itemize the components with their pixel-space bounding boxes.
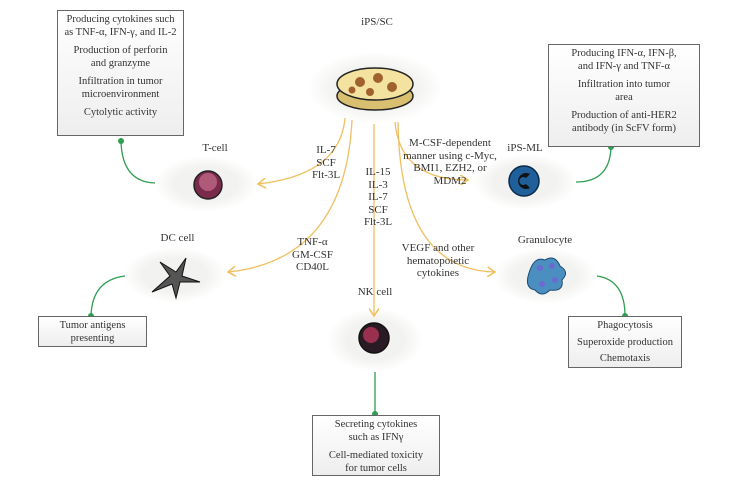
ipsml-function: Infiltration into tumor area — [577, 79, 671, 103]
function-connectors — [90, 140, 626, 414]
arrow-to-tcell — [258, 117, 346, 184]
ipsml-function: Producing IFN-α, IFN-β, and IFN-γ and TN… — [571, 48, 677, 72]
arrow-to-dc — [228, 119, 353, 272]
tcell-icon — [193, 170, 223, 200]
differentiation-arrows — [228, 117, 495, 316]
tcell-function: Infiltration in tumor microenvironment — [78, 76, 163, 100]
dc-cell-icon — [151, 257, 201, 300]
tcell-factors: IL-7 SCF Flt-3L — [311, 144, 341, 181]
dc-function: Tumor antigens presenting — [59, 320, 126, 344]
ipsml-functions-box: Producing IFN-α, IFN-β, and IFN-γ and TN… — [548, 44, 700, 147]
ips-sc-label: iPS/SC — [361, 16, 393, 28]
granulocyte-function: Chemotaxis — [599, 353, 651, 364]
ipsml-function: Production of anti-HER2 antibody (in ScF… — [571, 110, 677, 134]
granulocyte-label: Granulocyte — [517, 234, 573, 246]
granulocyte-function: Superoxide production — [577, 336, 673, 348]
tcell-function: Cytolytic activity — [83, 107, 158, 118]
nk-factors: IL-15 IL-3 IL-7 SCF Flt-3L — [363, 166, 393, 228]
nk-functions-box: Secreting cytokines such as IFNγ Cell-me… — [312, 415, 440, 476]
dc-factors: TNF-α GM-CSF CD40L — [292, 236, 333, 273]
nk-cell-label: NK cell — [357, 286, 393, 298]
nk-function: Secreting cytokines such as IFNγ — [334, 419, 418, 443]
petri-dish-icon — [336, 67, 414, 111]
dc-functions-box: Tumor antigens presenting — [38, 316, 147, 347]
ipsml-icon — [508, 165, 540, 197]
arrow-to-granulocyte — [397, 121, 495, 272]
tcell-functions-box: Producing cytokines such as TNF-α, IFN-γ… — [57, 10, 184, 136]
granulocyte-factors: VEGF and other hematopoietic cytokines — [401, 242, 475, 279]
ipsml-label: iPS-ML — [507, 142, 543, 154]
tcell-function: Production of perforin and granzyme — [73, 45, 168, 69]
tcell-function: Producing cytokines such as TNF-α, IFN-γ… — [64, 14, 177, 38]
granulocyte-icon — [526, 257, 566, 295]
nk-cell-icon — [358, 322, 390, 354]
granulocyte-function: Phagocytosis — [597, 320, 653, 331]
dc-cell-label: DC cell — [160, 232, 195, 244]
tcell-label: T-cell — [202, 142, 228, 154]
arrow-to-ipsml — [394, 121, 468, 180]
ipsml-factors: M-CSF-dependent manner using c-Myc, BMI1… — [403, 137, 497, 187]
nk-function: Cell-mediated toxicity for tumor cells — [328, 450, 424, 474]
granulocyte-functions-box: Phagocytosis Superoxide production Chemo… — [568, 316, 682, 368]
